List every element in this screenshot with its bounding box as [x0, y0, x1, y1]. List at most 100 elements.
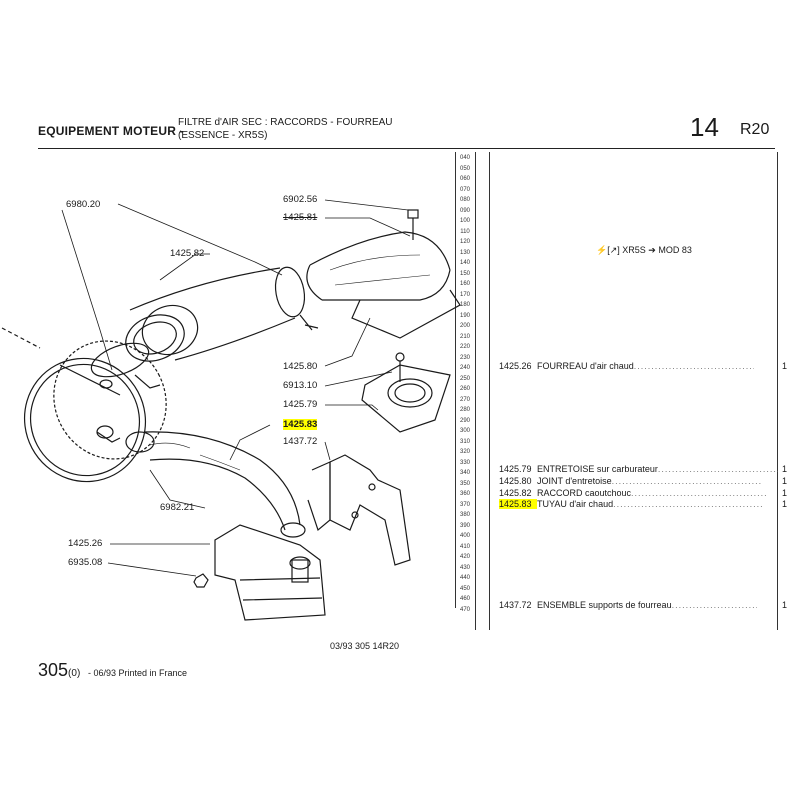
part-name: ENTRETOISE sur carburateur — [537, 464, 658, 474]
scale-mark: 320 — [459, 449, 470, 455]
callout-1425-26: 1425.26 — [68, 538, 103, 549]
scale-mark: 070 — [459, 186, 470, 193]
scale-mark: 380 — [459, 512, 470, 518]
dot-leader: ........................................… — [633, 361, 754, 371]
dot-leader: ........................................… — [657, 464, 778, 474]
arrow-right-icon: ➔ — [648, 245, 656, 255]
part-name: JOINT d'entretoise — [537, 476, 612, 486]
scale-mark: 370 — [459, 501, 470, 508]
dot-leader: ........................................… — [613, 499, 763, 509]
scale-mark: 440 — [459, 575, 470, 581]
column-divider — [489, 152, 490, 630]
section-subdescription: (ESSENCE - XR5S) — [178, 130, 268, 141]
mod-note-arrow-text: MOD 83 — [658, 245, 692, 255]
part-name: ENSEMBLE supports de fourreau — [537, 600, 672, 610]
callout-1425-80: 1425.80 — [283, 361, 318, 372]
scale-mark: 360 — [459, 491, 470, 497]
scale-mark: 260 — [459, 386, 470, 392]
section-title: EQUIPEMENT MOTEUR - — [38, 124, 184, 138]
part-qty: 1 — [782, 464, 788, 474]
scale-mark: 420 — [459, 554, 470, 560]
header-divider — [38, 148, 775, 149]
scale-mark: 400 — [459, 533, 470, 539]
scale-mark: 060 — [459, 176, 470, 182]
dot-leader: ........................................… — [631, 488, 766, 498]
scale-mark: 050 — [459, 165, 470, 172]
part-qty: 1 — [782, 361, 788, 371]
callout-6902-56: 6902.56 — [283, 194, 318, 205]
scale-mark: 450 — [459, 585, 470, 592]
leader-lines — [61, 199, 411, 577]
hot-air-pipe-drawing — [125, 431, 306, 538]
scale-mark: 350 — [459, 480, 470, 487]
dot-leader: ........................................… — [611, 476, 762, 486]
scale-mark: 200 — [459, 323, 470, 329]
scale-mark: 230 — [459, 354, 470, 361]
scale-mark: 180 — [459, 302, 470, 308]
callout-1425-81: 1425.81 — [283, 212, 318, 223]
scale-mark: 460 — [459, 596, 470, 602]
callout-1437-72: 1437.72 — [283, 436, 318, 447]
part-qty: 1 — [782, 476, 788, 486]
scale-mark: 240 — [459, 365, 470, 371]
drawing-reference: 03/93 305 14R20 — [330, 641, 400, 651]
callout-6980-20: 6980.20 — [66, 199, 101, 210]
part-qty: 1 — [782, 499, 788, 509]
screw-drawing — [193, 573, 209, 588]
hot-air-duct-drawing — [306, 209, 461, 339]
scale-mark: 220 — [459, 344, 470, 350]
scale-mark: 390 — [459, 522, 470, 529]
lightning-icon: ⚡[↗] — [596, 245, 620, 255]
part-row: 1425.82 RACCORD caoutchouc...............… — [499, 488, 766, 498]
callout-6913-10: 6913.10 — [283, 380, 318, 391]
supports-drawing — [307, 454, 411, 566]
scale-mark: 160 — [459, 281, 470, 287]
callout-6982-21: 6982.21 — [160, 502, 195, 513]
callout-1425-83: 1425.83 — [283, 419, 318, 430]
qty-divider — [777, 152, 778, 630]
part-ref: 1425.26 — [499, 361, 532, 371]
part-ref: 1425.82 — [499, 488, 532, 498]
callout-1425-82: 1425.82 — [170, 248, 205, 259]
part-ref: 1425.79 — [499, 464, 532, 474]
scale-mark: 170 — [459, 291, 470, 298]
part-row: 1437.72 ENSEMBLE supports de fourreau....… — [499, 600, 757, 610]
section-description: FILTRE d'AIR SEC : RACCORDS - FOURREAU — [178, 117, 393, 128]
modification-note: ⚡[↗] XR5S ➔ MOD 83 — [596, 245, 692, 256]
scale-mark: 310 — [459, 438, 470, 445]
air-filter-housing — [1, 327, 167, 483]
scale-mark: 290 — [459, 417, 470, 424]
part-ref: 1437.72 — [499, 600, 532, 610]
page-group-number: 14 — [690, 112, 719, 142]
part-name: RACCORD caoutchouc — [537, 488, 632, 498]
scale-mark: 090 — [459, 207, 470, 214]
part-qty: 1 — [782, 488, 788, 498]
scale-mark: 120 — [459, 239, 470, 245]
scale-mark: 110 — [460, 228, 470, 235]
scale-mark: 150 — [459, 270, 470, 277]
scale-mark: 250 — [459, 375, 470, 382]
sleeve-drawing — [214, 524, 326, 621]
part-ref: 1425.83 — [499, 499, 537, 509]
part-row: 1425.79 ENTRETOISE sur carburateur.......… — [499, 464, 778, 474]
scale-left-rule — [455, 152, 456, 608]
scale-right-rule — [475, 152, 476, 630]
print-info: - 06/93 Printed in France — [88, 668, 188, 678]
dot-leader: ........................................… — [671, 600, 757, 610]
scale-mark: 300 — [459, 428, 470, 434]
scale-mark: 340 — [459, 470, 470, 476]
scale-mark: 410 — [459, 543, 470, 550]
scale-mark: 210 — [459, 333, 470, 340]
scale-mark: 100 — [459, 218, 470, 224]
scale-mark: 140 — [459, 260, 470, 266]
vehicle-model: R20 — [740, 121, 770, 138]
scale-mark: 430 — [459, 564, 470, 571]
scale-mark: 280 — [459, 407, 470, 413]
page-number: 305(0) — [38, 660, 81, 680]
scale-mark: 040 — [459, 155, 470, 161]
scale-mark: 190 — [459, 312, 470, 319]
